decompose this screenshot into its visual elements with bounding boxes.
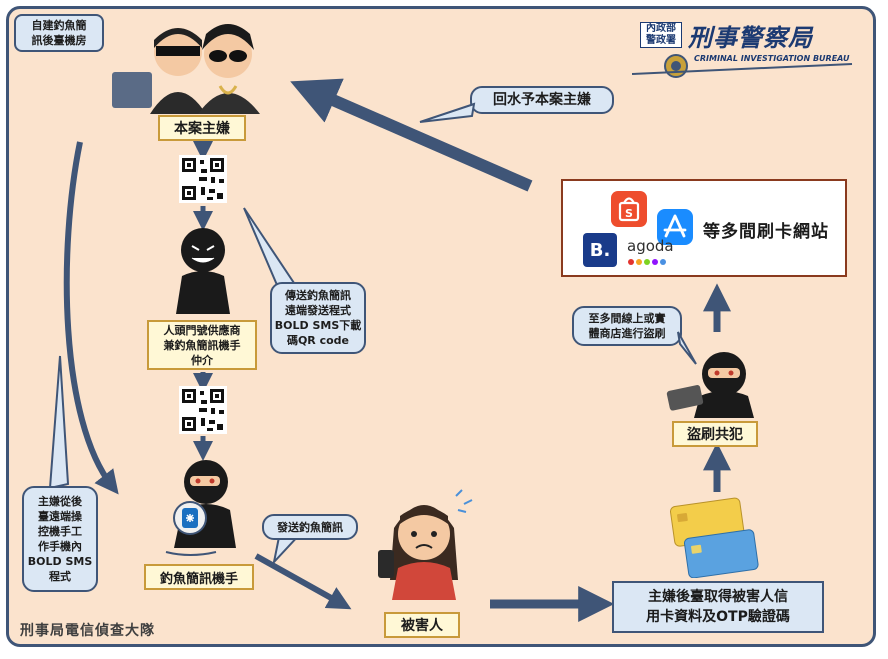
criminal-icon xyxy=(176,228,230,314)
box-card-sites: S B. agoda 等多間刷卡網站 xyxy=(561,179,847,277)
police-logo: 內政部 警政署 刑事警察局 CRIMINAL INVESTIGATION BUR… xyxy=(631,18,856,82)
arrow-sites-to-main xyxy=(290,78,533,192)
phone-operator-icon xyxy=(165,460,236,556)
worried-woman-icon xyxy=(378,489,473,600)
label-operator: 釣魚簡訊機手 xyxy=(144,564,254,590)
logo-ministry: 內政部 警政署 xyxy=(640,22,682,48)
bubble-qr-note: 傳送釣魚簡訊 遠端發送程式 BOLD SMS下載 碼QR code xyxy=(270,282,366,354)
app-store-icon xyxy=(657,209,693,245)
bubble-spend-note: 至多間線上或實 體商店進行盜刷 xyxy=(572,306,682,346)
accomplice-icon xyxy=(666,352,754,418)
logo-line2: 警政署 xyxy=(646,35,676,46)
label-victim: 被害人 xyxy=(384,612,460,638)
box-obtain-info: 主嫌後臺取得被害人信 用卡資料及OTP驗證碼 xyxy=(612,581,824,633)
bubble-tail-spend xyxy=(677,331,697,365)
qr-code-icon xyxy=(179,155,227,203)
bubble-remote-control: 主嫌從後 臺遠端操 控機手工 作手機內 BOLD SMS 程式 xyxy=(22,486,98,592)
qr-code-icon-2 xyxy=(179,386,227,434)
agoda-logo-text: agoda xyxy=(627,237,674,255)
logo-subtitle: CRIMINAL INVESTIGATION BUREAU xyxy=(694,54,850,63)
logo-line1: 內政部 xyxy=(646,23,676,34)
sites-label: 等多間刷卡網站 xyxy=(703,222,829,242)
label-broker: 人頭門號供應商 兼釣魚簡訊機手 仲介 xyxy=(147,320,257,370)
footer-unit: 刑事局電信偵查大隊 xyxy=(20,623,155,639)
bubble-server-room: 自建釣魚簡 訊後臺機房 xyxy=(14,14,104,52)
arrow-main-to-operator xyxy=(63,141,119,495)
booking-icon: B. xyxy=(583,233,617,267)
credit-card-icon xyxy=(669,497,759,578)
logo-title: 刑事警察局 xyxy=(688,24,813,52)
hacker-icon xyxy=(112,24,260,114)
arrow-operator-to-victim xyxy=(254,553,352,610)
label-accomplice: 盜刷共犯 xyxy=(672,421,758,447)
bubble-send-sms: 發送釣魚簡訊 xyxy=(262,514,358,540)
bubble-tail-remote xyxy=(48,355,70,490)
svg-text:S: S xyxy=(625,207,633,220)
label-main-suspect: 本案主嫌 xyxy=(158,115,246,141)
shopee-icon: S xyxy=(611,191,647,227)
agoda-dots xyxy=(628,259,666,265)
victim-phone-icon xyxy=(378,550,394,578)
bubble-return-funds: 回水予本案主嫌 xyxy=(470,86,614,114)
police-badge-icon xyxy=(631,54,853,78)
bubble-tail-return xyxy=(419,102,476,123)
